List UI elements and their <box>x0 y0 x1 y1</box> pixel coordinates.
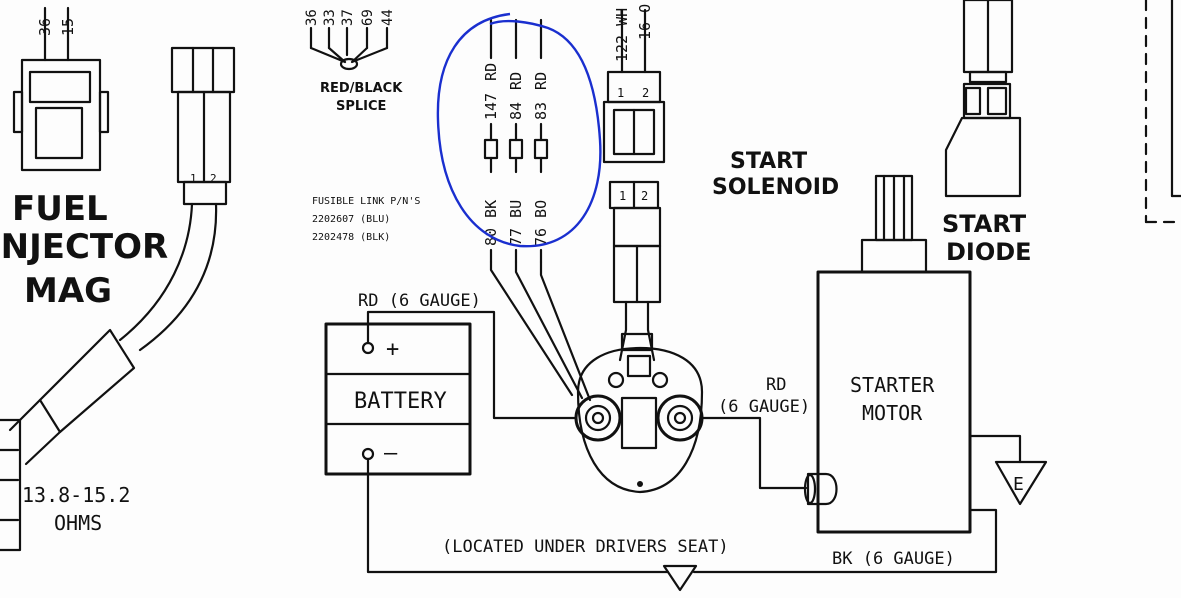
ground-label: E <box>1013 474 1024 495</box>
start-diode-label-line1: START <box>942 210 1027 238</box>
ground-symbol <box>994 460 1048 506</box>
annotation-circle <box>436 12 602 248</box>
location-note: (LOCATED UNDER DRIVERS SEAT) <box>442 537 729 557</box>
fuel-injector-label-line2: INJECTOR <box>0 227 168 267</box>
link-wire-77-color: BU <box>507 200 525 218</box>
bk-ground-wire <box>692 508 998 574</box>
chassis-ground-symbol <box>662 564 698 592</box>
bk-6-gauge-label: BK (6 GAUGE) <box>832 549 955 569</box>
resistance-unit: OHMS <box>54 511 102 535</box>
link-wire-80-color: BK <box>482 200 500 218</box>
link-wire-147: 147 RD <box>482 63 500 120</box>
solenoid-to-starter-wire <box>700 416 808 490</box>
starter-motor-label-line1: STARTER <box>850 373 935 397</box>
link-wire-83: 83 RD <box>532 72 550 120</box>
battery-negative: — <box>384 441 398 466</box>
splice-wire-37: 37 <box>340 9 356 26</box>
starter-motor-label-line2: MOTOR <box>862 401 923 425</box>
battery-positive: + <box>386 337 399 362</box>
injector-wire-36: 36 <box>36 18 54 36</box>
solenoid-top-pin-2: 2 <box>642 86 649 100</box>
solenoid-pin-1: 1 <box>619 189 626 203</box>
resistance-value: 13.8-15.2 <box>22 483 130 507</box>
rd-6-gauge-right-line1: RD <box>766 375 786 395</box>
link-wire-76-color: BO <box>532 200 550 218</box>
battery-negative-wire <box>366 457 670 574</box>
start-diode <box>944 0 1022 198</box>
fusible-part-black: 2202478 (BLK) <box>312 232 390 243</box>
link-wire-77-num: 77 <box>507 228 525 246</box>
fusible-label: FUSIBLE LINK P/N'S <box>312 196 420 207</box>
injector-right-connector: 1 2 <box>170 46 236 206</box>
dashed-frame <box>1144 0 1181 224</box>
injector-pin-2: 2 <box>210 172 217 185</box>
injector-wire-15: 15 <box>59 18 77 36</box>
starter-motor <box>803 174 972 534</box>
start-solenoid-label-line1: START <box>730 149 807 174</box>
link-wire-84-color: RD <box>507 72 525 90</box>
splice-wires <box>309 26 389 71</box>
solenoid-top-wires <box>620 8 647 74</box>
link-wire-84-num: 84 <box>507 102 525 120</box>
battery-positive-wire <box>366 310 578 420</box>
injector-top-connector <box>12 6 110 172</box>
fuel-injector-label-line1: FUEL <box>12 189 108 229</box>
splice-label-line1: RED/BLACK <box>320 81 403 96</box>
splice-label-line2: SPLICE <box>336 99 386 114</box>
link-wire-147-color: RD <box>482 63 500 81</box>
solenoid-connector: 1 2 1 2 <box>602 70 666 362</box>
link-wire-147-num: 147 <box>482 93 500 120</box>
fusible-link-wires <box>483 18 592 402</box>
splice-wire-33: 33 <box>322 9 338 26</box>
solenoid-wire-122: 122 WH <box>613 8 631 62</box>
rd-6-gauge-right-line2: (6 GAUGE) <box>718 397 810 417</box>
fusible-part-blue: 2202607 (BLU) <box>312 214 390 225</box>
link-wire-83-num: 83 <box>532 102 550 120</box>
injector-pin-1: 1 <box>190 172 197 185</box>
fuel-injector-label-line3: MAG <box>24 271 112 311</box>
link-wire-76: 76 BO <box>532 200 550 246</box>
link-wire-83-color: RD <box>532 72 550 90</box>
link-wire-76-num: 76 <box>532 228 550 246</box>
link-wire-77: 77 BU <box>507 200 525 246</box>
start-diode-label-line2: DIODE <box>946 238 1032 266</box>
link-wire-84: 84 RD <box>507 72 525 120</box>
solenoid-pin-2: 2 <box>641 189 648 203</box>
injector-harness <box>0 202 218 552</box>
starter-ground-wire <box>968 434 1022 464</box>
splice-wire-44: 44 <box>380 9 396 26</box>
start-solenoid <box>574 346 704 494</box>
solenoid-wire-16: 16 O <box>636 4 654 40</box>
rd-6-gauge-top-label: RD (6 GAUGE) <box>358 291 481 311</box>
splice-wire-36: 36 <box>304 9 320 26</box>
splice-wire-69: 69 <box>360 9 376 26</box>
solenoid-top-pin-1: 1 <box>617 86 624 100</box>
start-solenoid-label-line2: SOLENOID <box>712 175 839 200</box>
battery-label: BATTERY <box>354 389 447 414</box>
